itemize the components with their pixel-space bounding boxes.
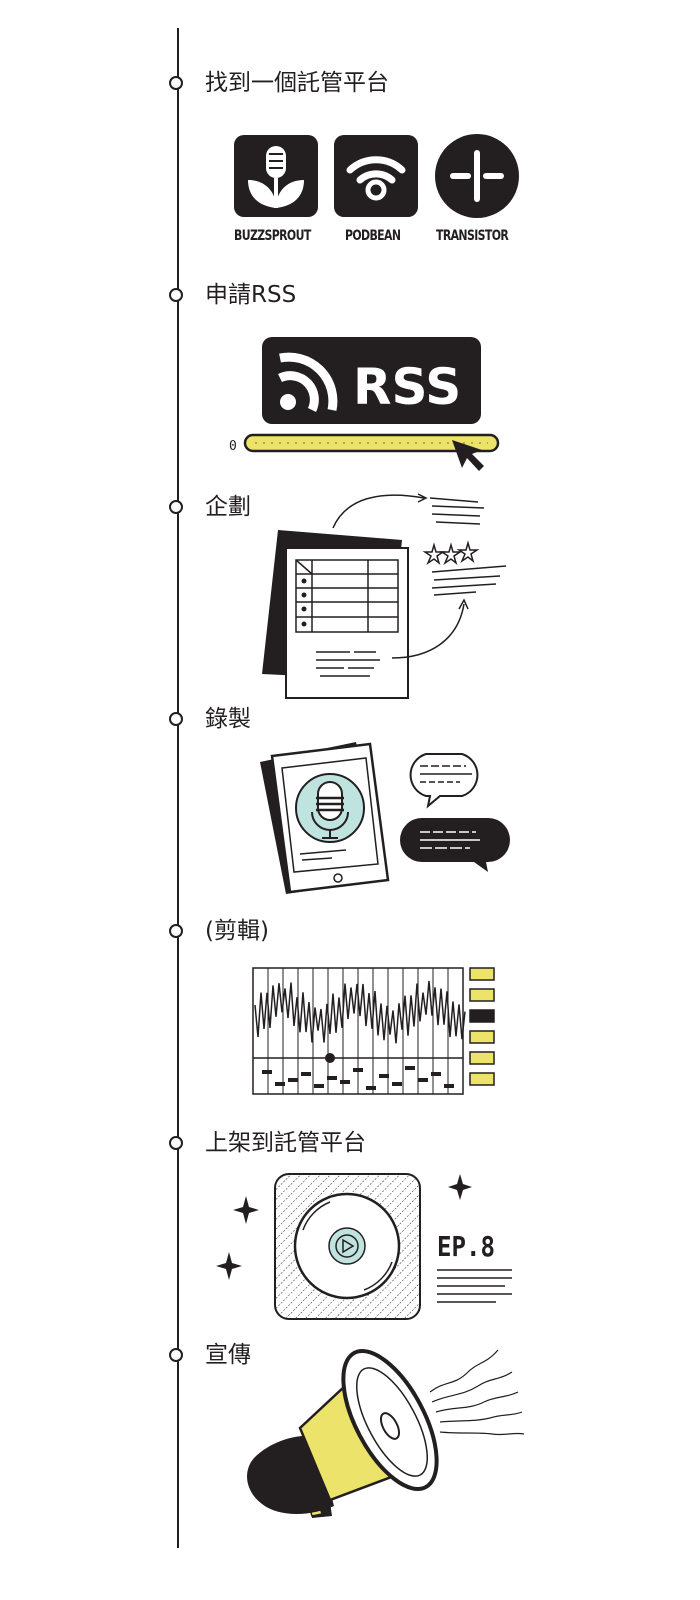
- timeline-dot: [169, 288, 183, 302]
- track-button: [469, 1072, 495, 1086]
- step-title: (剪輯): [205, 918, 269, 944]
- arrow-top: [332, 494, 425, 529]
- episode-description-lines: [437, 1269, 512, 1303]
- step-title: 錄製: [205, 706, 251, 732]
- hosting-logos: [234, 134, 519, 218]
- rss-badge-label: RSS: [353, 358, 461, 416]
- track-button: [469, 988, 495, 1002]
- star-rating-icon: [422, 540, 480, 566]
- step-title: 上架到託管平台: [205, 1130, 366, 1156]
- step-title: 宣傳: [205, 1342, 251, 1368]
- timeline-dot: [169, 712, 183, 726]
- host-name-transistor: TRANSISTOR: [436, 228, 509, 244]
- step-title: 申請RSS: [205, 282, 297, 308]
- timeline-dot: [169, 1136, 183, 1150]
- transistor-plus-icon: [435, 134, 519, 218]
- progress-start-label: 0: [229, 439, 237, 454]
- sparkle-icon: [216, 1252, 242, 1280]
- speech-bubble-outline-icon: [409, 753, 479, 809]
- editing-illustration: [252, 967, 495, 1095]
- step-title: 企劃: [205, 494, 251, 520]
- planning-table: [295, 559, 399, 633]
- track-buttons: [469, 967, 495, 1086]
- podbean-wifi-icon: [334, 135, 418, 217]
- rss-feed-icon: [278, 352, 338, 412]
- notes-top: [429, 497, 485, 525]
- host-name-podbean: PODBEAN: [345, 228, 401, 244]
- planning-illustration: [262, 493, 507, 699]
- timeline-dot: [169, 500, 183, 514]
- playhead-dot: [325, 1053, 335, 1063]
- sparkle-icon: [233, 1196, 259, 1224]
- rss-illustration: RSS 0: [229, 337, 500, 471]
- edit-markers: [262, 1066, 454, 1090]
- mouse-cursor-icon: [452, 440, 484, 471]
- timeline-dot: [169, 1348, 183, 1362]
- arrow-bottom: [391, 603, 465, 659]
- sparkle-icon: [448, 1174, 472, 1200]
- track-button: [469, 967, 495, 981]
- sound-waves: [429, 1349, 525, 1436]
- timeline-dot: [169, 924, 183, 938]
- host-name-buzzsprout: BUZZSPROUT: [234, 228, 311, 244]
- track-button: [469, 1009, 495, 1023]
- timeline-dot: [169, 76, 183, 90]
- play-icon: [342, 1238, 355, 1254]
- upload-illustration: EP.8: [216, 1173, 512, 1320]
- buzzsprout-microphone-icon: [234, 135, 318, 217]
- recording-illustration: [260, 742, 510, 894]
- planning-doc-lines: [316, 651, 380, 677]
- timeline-line: [177, 28, 179, 1548]
- microphone-icon: [311, 781, 349, 839]
- notes-right: [431, 565, 507, 596]
- audio-waveform: [254, 980, 466, 1044]
- rss-progress-bar: [243, 433, 500, 453]
- speech-bubble-filled-icon: [400, 818, 510, 872]
- episode-label: EP.8: [437, 1230, 495, 1263]
- planning-document: [285, 547, 409, 699]
- track-button: [469, 1051, 495, 1065]
- track-button: [469, 1030, 495, 1044]
- step-title: 找到一個託管平台: [205, 70, 389, 96]
